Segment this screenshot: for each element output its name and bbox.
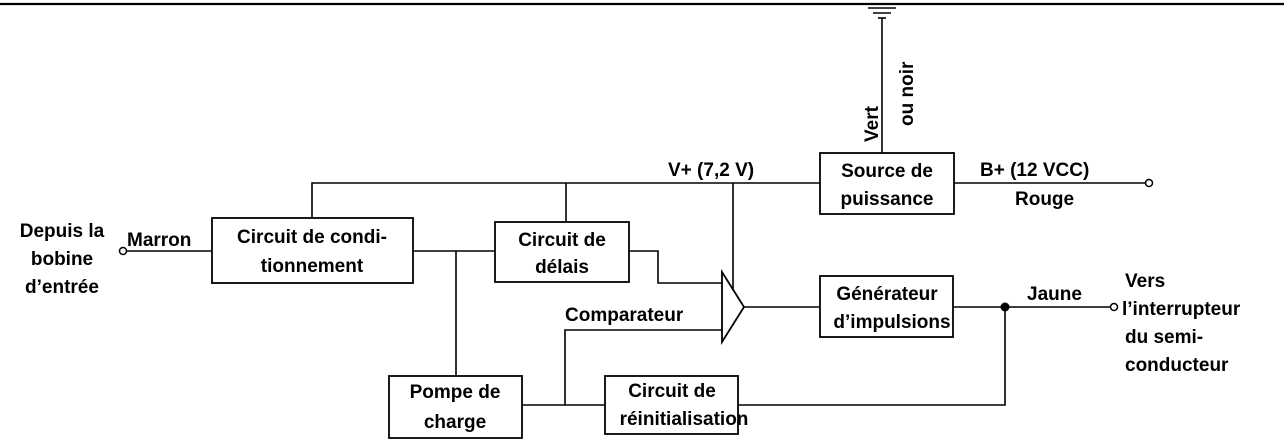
pulse-generator-label-2: d’impulsions	[833, 312, 950, 333]
comparator-label: Comparateur	[565, 305, 684, 326]
input-terminal	[118, 246, 128, 256]
conditioning-label-2: tionnement	[261, 256, 364, 277]
output-destination-label-1: Vers	[1125, 271, 1165, 292]
charge-pump-label-2: charge	[424, 412, 486, 433]
delay-label-1: Circuit de	[518, 230, 606, 251]
b-plus-label: B+ (12 VCC)	[980, 160, 1089, 181]
ground-icon	[868, 7, 896, 26]
ground-wire-label-2: ou noir	[897, 61, 918, 126]
brown-wire-label: Marron	[127, 230, 191, 251]
wires	[127, 26, 1145, 406]
output-destination-label-4: conducteur	[1125, 355, 1229, 376]
power-source-block	[819, 152, 955, 215]
input-source-label-1: Depuis la	[20, 221, 105, 242]
power-source-label-1: Source de	[841, 161, 933, 182]
yellow-wire-label: Jaune	[1027, 284, 1082, 305]
delay-label-2: délais	[535, 257, 589, 278]
reset-circuit-block	[604, 375, 739, 435]
junction-dot	[1000, 302, 1010, 312]
output-terminal	[1109, 302, 1119, 312]
red-wire-label: Rouge	[1015, 189, 1074, 210]
input-source-label-2: bobine	[31, 249, 93, 270]
comparator-triangle	[721, 268, 746, 346]
ground-wire-label-1: Vert	[862, 105, 883, 142]
delay-circuit-block	[494, 221, 630, 283]
charge-pump-block	[388, 375, 523, 439]
input-source-label-3: d’entrée	[25, 277, 99, 298]
pulse-generator-block	[819, 275, 954, 338]
pulse-generator-label-1: Générateur	[836, 284, 938, 305]
charge-pump-label-1: Pompe de	[410, 382, 501, 403]
output-destination-label-2: l’interrupteur	[1122, 299, 1241, 320]
reset-label-1: Circuit de	[628, 381, 716, 402]
conditioning-circuit-block	[211, 217, 414, 284]
v-plus-label: V+ (7,2 V)	[668, 160, 754, 181]
output-destination-label-3: du semi-	[1125, 327, 1203, 348]
power-source-label-2: puissance	[841, 189, 934, 210]
reset-label-2: réinitialisation	[620, 409, 749, 430]
conditioning-label-1: Circuit de condi-	[237, 227, 387, 248]
battery-terminal	[1144, 178, 1154, 188]
